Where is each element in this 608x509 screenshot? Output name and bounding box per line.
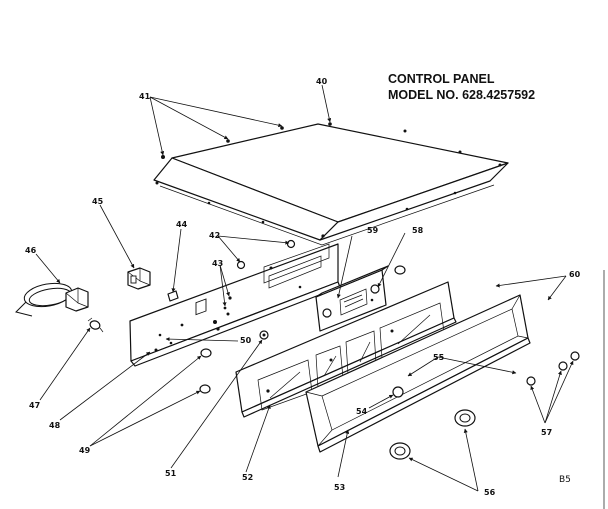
screw-part-51 (259, 330, 269, 340)
callout-45: 45 (92, 197, 104, 206)
callout-55: 55 (433, 353, 445, 362)
clip-part-44 (167, 290, 179, 302)
callout-52: 52 (242, 473, 253, 482)
callout-57: 57 (541, 428, 552, 437)
page-code: B5 (559, 475, 571, 485)
callout-59: 59 (367, 226, 379, 235)
callout-40: 40 (316, 77, 328, 86)
lamps-part-49 (199, 348, 212, 394)
back-panel-part (129, 243, 341, 367)
callout-labels: 40 41 42 43 44 45 46 47 48 49 50 51 52 5… (25, 77, 581, 497)
leader-lines (35, 84, 574, 492)
callout-54: 54 (356, 407, 368, 416)
callout-60: 60 (569, 270, 581, 279)
switch-part (127, 267, 151, 290)
callout-51: 51 (165, 469, 177, 478)
model-number: MODEL NO. 628.4257592 (388, 88, 535, 102)
callout-58: 58 (412, 226, 424, 235)
callout-43: 43 (212, 259, 223, 268)
callout-41: 41 (139, 92, 151, 101)
callout-56: 56 (484, 488, 496, 497)
callout-50: 50 (240, 336, 252, 345)
callout-53: 53 (334, 483, 345, 492)
callout-44: 44 (176, 220, 188, 229)
bulb-part-58 (394, 265, 406, 275)
callout-47: 47 (29, 401, 40, 410)
callout-48: 48 (49, 421, 61, 430)
callout-46: 46 (25, 246, 37, 255)
bulb-part-47 (87, 317, 104, 333)
diagram-title: CONTROL PANEL (388, 72, 495, 86)
callout-49: 49 (79, 446, 91, 455)
knob-part-54 (392, 386, 404, 398)
spacers-part-43 (223, 296, 232, 310)
screws-part-57 (526, 351, 580, 386)
callout-42: 42 (209, 231, 220, 240)
wire-harness-part (15, 282, 89, 317)
top-cover-part (153, 122, 509, 246)
display-module-part-59 (315, 265, 389, 332)
knobs-part-56 (389, 409, 476, 460)
